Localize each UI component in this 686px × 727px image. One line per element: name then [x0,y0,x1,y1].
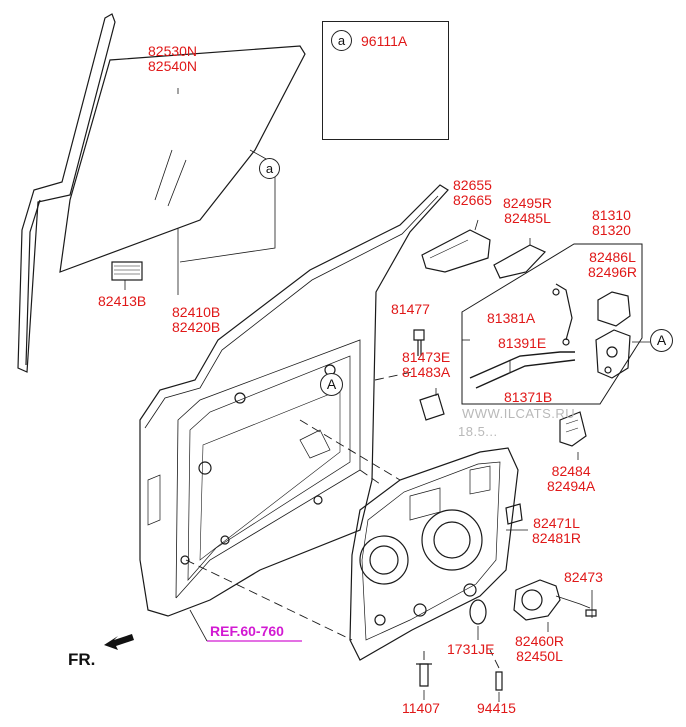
watermark-line1: WWW.ILCATS.RU [462,406,576,421]
hinge-bracket-upper [421,229,491,273]
bracket [559,411,587,447]
plug [469,599,487,625]
label-bolt: 81477 [391,301,430,317]
label-module-panel-line1: 82471L [533,515,580,531]
bolt [413,329,425,341]
label-glass: 82530N 82540N [148,44,197,74]
label-cable-a: 81391E [498,335,547,351]
module-tab [505,503,523,525]
label-latch-assy-line2: 81320 [592,222,631,238]
callout-box: a 96111A [322,21,449,140]
window-motor [513,579,561,621]
marker-A-latch-icon: A [650,329,673,352]
marker-a-icon: a [259,158,280,179]
latch-cover [597,291,631,327]
label-glass-line1: 82530N [148,43,198,59]
label-regulator-line1: 82410B [172,304,221,320]
bolt-lower [419,663,429,687]
label-screw: 82473 [564,569,603,585]
hinge-bracket-lower [493,244,547,279]
label-bracket-line2: 82494A [547,478,596,494]
callout-marker-icon: a [331,30,352,51]
label-hinge-a-line1: 82655 [453,177,492,193]
label-plug: 1731JE [447,641,495,657]
label-clip: 81473E 81483A [402,350,450,380]
label-regulator: 82410B 82420B [172,305,220,335]
label-module-panel-line2: 82481R [532,530,582,546]
label-rod: 81381A [487,310,536,326]
label-bracket-line1: 82484 [551,463,591,479]
label-hinge-b-line1: 82495R [503,195,553,211]
label-bracket: 82484 82494A [547,464,595,494]
reference-link: REF.60-760 [210,623,284,639]
clip [419,393,445,421]
label-cable-b: 81371B [504,389,553,405]
label-hinge-b-line2: 82485L [504,210,551,226]
label-hinge-a: 82655 82665 [453,178,492,208]
label-motor-line1: 82460R [515,633,565,649]
door-outer-panel [139,184,449,617]
glass-pad [111,261,143,281]
watermark-line2: 18.5... [458,424,498,439]
label-latch-cover-line1: 82486L [589,249,636,265]
label-bolt-c: 94415 [477,700,516,716]
label-latch-cover-line2: 82496R [588,264,638,280]
label-bolt-b: 11407 [402,700,440,716]
label-latch-assy-line1: 81310 [592,207,631,223]
label-motor: 82460R 82450L [515,634,564,664]
front-marker: FR. [68,650,96,669]
label-clip-line1: 81473E [402,349,451,365]
label-clip-line2: 81483A [402,364,451,380]
label-regulator-line2: 82420B [172,319,221,335]
label-hinge-b: 82495R 82485L [503,196,552,226]
label-latch-assy: 81310 81320 [592,208,631,238]
label-hinge-a-line2: 82665 [453,192,492,208]
callout-part-number: 96111A [361,33,408,49]
glass-run-channel [17,13,116,373]
module-panel [349,447,519,661]
label-module-panel: 82471L 82481R [532,516,581,546]
marker-A-door-icon: A [320,373,343,396]
bolt-small [495,671,503,691]
door-glass [59,45,306,273]
label-glass-line2: 82540N [148,58,198,74]
latch-assembly-frame [461,243,643,405]
door-latch [595,329,631,379]
front-arrow-icon [104,634,134,650]
label-latch-cover: 82486L 82496R [588,250,637,280]
label-motor-line2: 82450L [516,648,563,664]
label-glass-pad: 82413B [98,293,147,309]
screw [585,609,597,617]
